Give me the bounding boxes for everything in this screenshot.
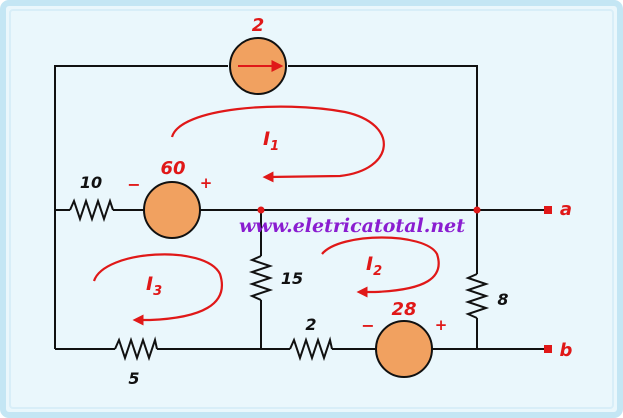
voltage-source-60: [143, 181, 201, 239]
current-source-label: 2: [252, 15, 265, 36]
mesh-arrow-i3: [92, 253, 223, 326]
i3-label: I3: [146, 273, 162, 299]
mesh-arrow-i1: [170, 105, 385, 183]
resistor-15: [248, 255, 274, 301]
i2-label: I2: [366, 253, 382, 279]
resistor-5: [114, 336, 158, 362]
mesh-arrow-i2: [321, 236, 440, 298]
v60-plus: +: [200, 174, 213, 192]
v28-minus: −: [361, 316, 374, 335]
terminal-b-label: b: [560, 340, 573, 361]
node-center: [257, 206, 265, 214]
r5-label: 5: [128, 369, 139, 388]
v60-label: 60: [160, 158, 185, 179]
r8-label: 8: [497, 290, 508, 309]
i1-label: I1: [263, 128, 279, 154]
watermark: www.eletricatotal.net: [239, 215, 465, 237]
r15-label: 15: [281, 269, 303, 288]
r2-label: 2: [305, 315, 316, 334]
v60-minus: −: [127, 175, 140, 194]
resistor-8: [464, 273, 490, 319]
node-right: [473, 206, 481, 214]
resistor-2: [289, 336, 333, 362]
voltage-source-28: [375, 320, 433, 378]
terminal-b-square: [544, 345, 552, 353]
v28-plus: +: [435, 316, 448, 334]
terminal-a-label: a: [560, 199, 572, 220]
wire-top-left: [54, 65, 228, 210]
resistor-10: [69, 197, 114, 223]
r10-label: 10: [80, 173, 102, 192]
inner-border: [9, 9, 614, 409]
terminal-a-square: [544, 206, 552, 214]
wire-top-right: [288, 65, 478, 210]
v28-label: 28: [391, 299, 416, 320]
